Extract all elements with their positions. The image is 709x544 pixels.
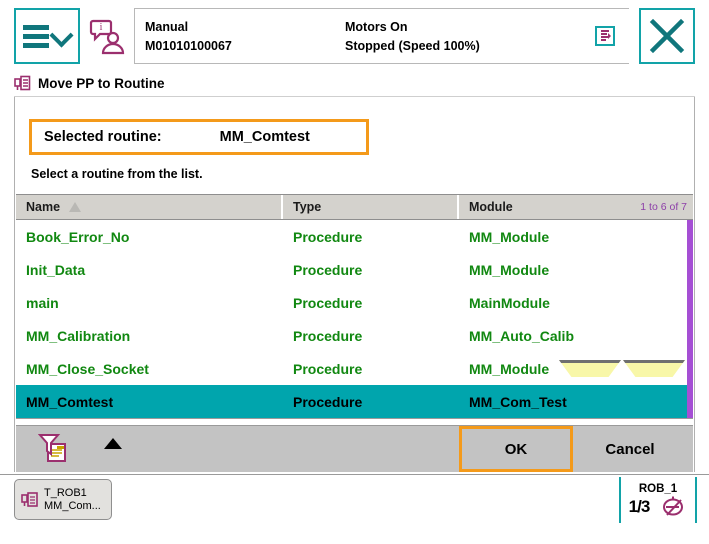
column-header-type-label: Type <box>293 200 322 214</box>
filter-button[interactable] <box>16 433 90 465</box>
status-bar: i Manual M01010100067 Motors On Stopped … <box>14 8 695 64</box>
close-button[interactable] <box>639 8 695 64</box>
action-bar: OK Cancel <box>16 425 693 472</box>
operating-mode: Manual <box>145 19 189 34</box>
table-row[interactable]: Book_Error_No Procedure MM_Module <box>16 220 693 253</box>
cell-name: MM_Close_Socket <box>26 360 149 377</box>
cell-name: MM_Calibration <box>26 327 131 344</box>
cell-type: Procedure <box>293 360 363 377</box>
cell-type: Procedure <box>293 327 363 344</box>
operating-mode-group: Manual M01010100067 <box>145 20 345 53</box>
cell-module: MM_Com_Test <box>469 393 567 410</box>
cell-type: Procedure <box>293 261 363 278</box>
table-row-selected[interactable]: MM_Comtest Procedure MM_Com_Test <box>16 385 693 418</box>
taskbar-task-name: T_ROB1 <box>44 486 87 499</box>
cell-type: Procedure <box>293 294 363 311</box>
routine-table: Name Type Module 1 to 6 of 7 Book_Error_… <box>16 194 693 424</box>
system-info-glyph <box>601 30 611 41</box>
taskbar-item-labels: T_ROB1 MM_Com... <box>44 487 101 513</box>
row-range-text: 1 to 6 of 7 <box>640 201 687 213</box>
column-header-name[interactable]: Name <box>16 195 283 219</box>
cell-name: Init_Data <box>26 261 86 278</box>
scroll-up-arrow-icon[interactable] <box>104 437 122 449</box>
motors-state-group: Motors On Stopped (Speed 100%) <box>345 20 575 53</box>
robot-status-panel[interactable]: ROB_1 1/3 <box>619 477 697 523</box>
cell-name: main <box>26 294 59 311</box>
column-header-module-label: Module <box>469 200 513 214</box>
robot-status-row: 1/3 <box>629 496 688 518</box>
selected-routine-box[interactable]: Selected routine: MM_Comtest <box>29 119 369 155</box>
table-header-row: Name Type Module 1 to 6 of 7 <box>16 194 693 220</box>
table-row[interactable]: MM_Close_Socket Procedure MM_Module <box>16 352 693 385</box>
hamburger-menu-icon <box>22 24 49 48</box>
taskbar: T_ROB1 MM_Com... ROB_1 1/3 <box>0 474 709 527</box>
sort-ascending-icon <box>69 202 82 212</box>
column-header-module[interactable]: Module 1 to 6 of 7 <box>459 195 693 219</box>
scroll-nub-right[interactable] <box>623 360 685 377</box>
table-row[interactable]: main Procedure MainModule <box>16 286 693 319</box>
cell-type: Procedure <box>293 393 363 410</box>
motors-state: Motors On <box>345 19 408 34</box>
system-id: M01010100067 <box>145 38 232 53</box>
table-body: Book_Error_No Procedure MM_Module Init_D… <box>16 220 693 419</box>
chevron-down-icon <box>52 26 72 46</box>
vertical-scrollbar[interactable] <box>687 220 693 418</box>
move-pp-icon <box>14 75 31 90</box>
selected-routine-label: Selected routine: <box>44 129 162 145</box>
table-row[interactable]: MM_Calibration Procedure MM_Auto_Calib <box>16 319 693 352</box>
status-panel[interactable]: Manual M01010100067 Motors On Stopped (S… <box>134 8 629 64</box>
taskbar-task-program: MM_Com... <box>44 499 101 512</box>
cell-module: MM_Module <box>469 360 550 377</box>
column-header-name-label: Name <box>26 200 61 214</box>
taskbar-item-trob1[interactable]: T_ROB1 MM_Com... <box>14 479 112 520</box>
breadcrumb: Move PP to Routine <box>14 70 695 97</box>
robot-axis-fraction: 1/3 <box>628 496 651 516</box>
column-header-type[interactable]: Type <box>283 195 459 219</box>
ok-button[interactable]: OK <box>459 426 573 472</box>
scroll-nub-group[interactable] <box>559 360 685 377</box>
program-task-icon <box>21 491 38 507</box>
robot-status-icon <box>663 496 684 516</box>
operator-info-icon: i <box>89 19 125 55</box>
cell-module: MM_Auto_Calib <box>469 327 574 344</box>
robot-name: ROB_1 <box>638 482 678 495</box>
dialog-content: Selected routine: MM_Comtest Select a ro… <box>14 97 695 472</box>
instruction-text: Select a routine from the list. <box>31 167 203 181</box>
table-row[interactable]: Init_Data Procedure MM_Module <box>16 253 693 286</box>
cell-type: Procedure <box>293 228 363 245</box>
cell-name: MM_Comtest <box>26 393 114 410</box>
filter-icon <box>38 434 66 462</box>
cell-module: MM_Module <box>469 261 550 278</box>
operator-info-button[interactable]: i <box>80 8 134 64</box>
cell-module: MainModule <box>469 294 550 311</box>
scroll-nub-left[interactable] <box>559 360 621 377</box>
program-state: Stopped (Speed 100%) <box>345 38 480 53</box>
close-icon <box>649 18 685 54</box>
system-info-icon[interactable] <box>595 26 615 46</box>
cell-module: MM_Module <box>469 228 550 245</box>
page-title: Move PP to Routine <box>38 75 165 91</box>
svg-text:i: i <box>100 22 103 33</box>
cancel-button[interactable]: Cancel <box>605 440 655 458</box>
cell-name: Book_Error_No <box>26 228 130 245</box>
selected-routine-value: MM_Comtest <box>219 129 310 145</box>
main-menu-button[interactable] <box>14 8 80 64</box>
